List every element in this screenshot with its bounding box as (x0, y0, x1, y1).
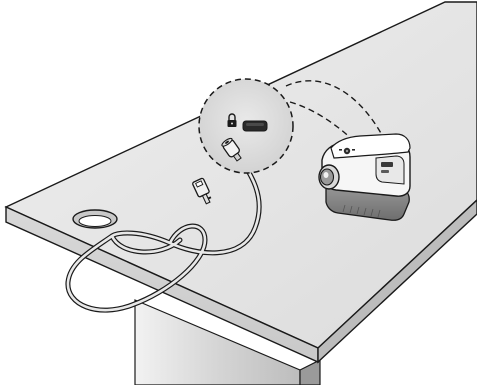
projector-icon (318, 133, 411, 221)
callout-connector-bottom (289, 101, 364, 151)
table-icon (4, 1, 477, 385)
security-cable-icon (65, 147, 262, 313)
projector-controls (339, 147, 355, 155)
projector-vents (342, 204, 381, 218)
key-icon (192, 177, 212, 205)
kensington-lock-icon (221, 137, 242, 162)
table-leg (134, 299, 301, 385)
zoom-callout (198, 78, 401, 179)
projector-top (330, 133, 411, 159)
padlock-symbol-icon (227, 113, 237, 127)
table-right-edge (317, 199, 477, 364)
cable-core (66, 148, 261, 312)
projector-side-panel (375, 155, 405, 185)
table-leg-shadow (299, 359, 321, 385)
cable-grommet-inner (78, 215, 112, 227)
